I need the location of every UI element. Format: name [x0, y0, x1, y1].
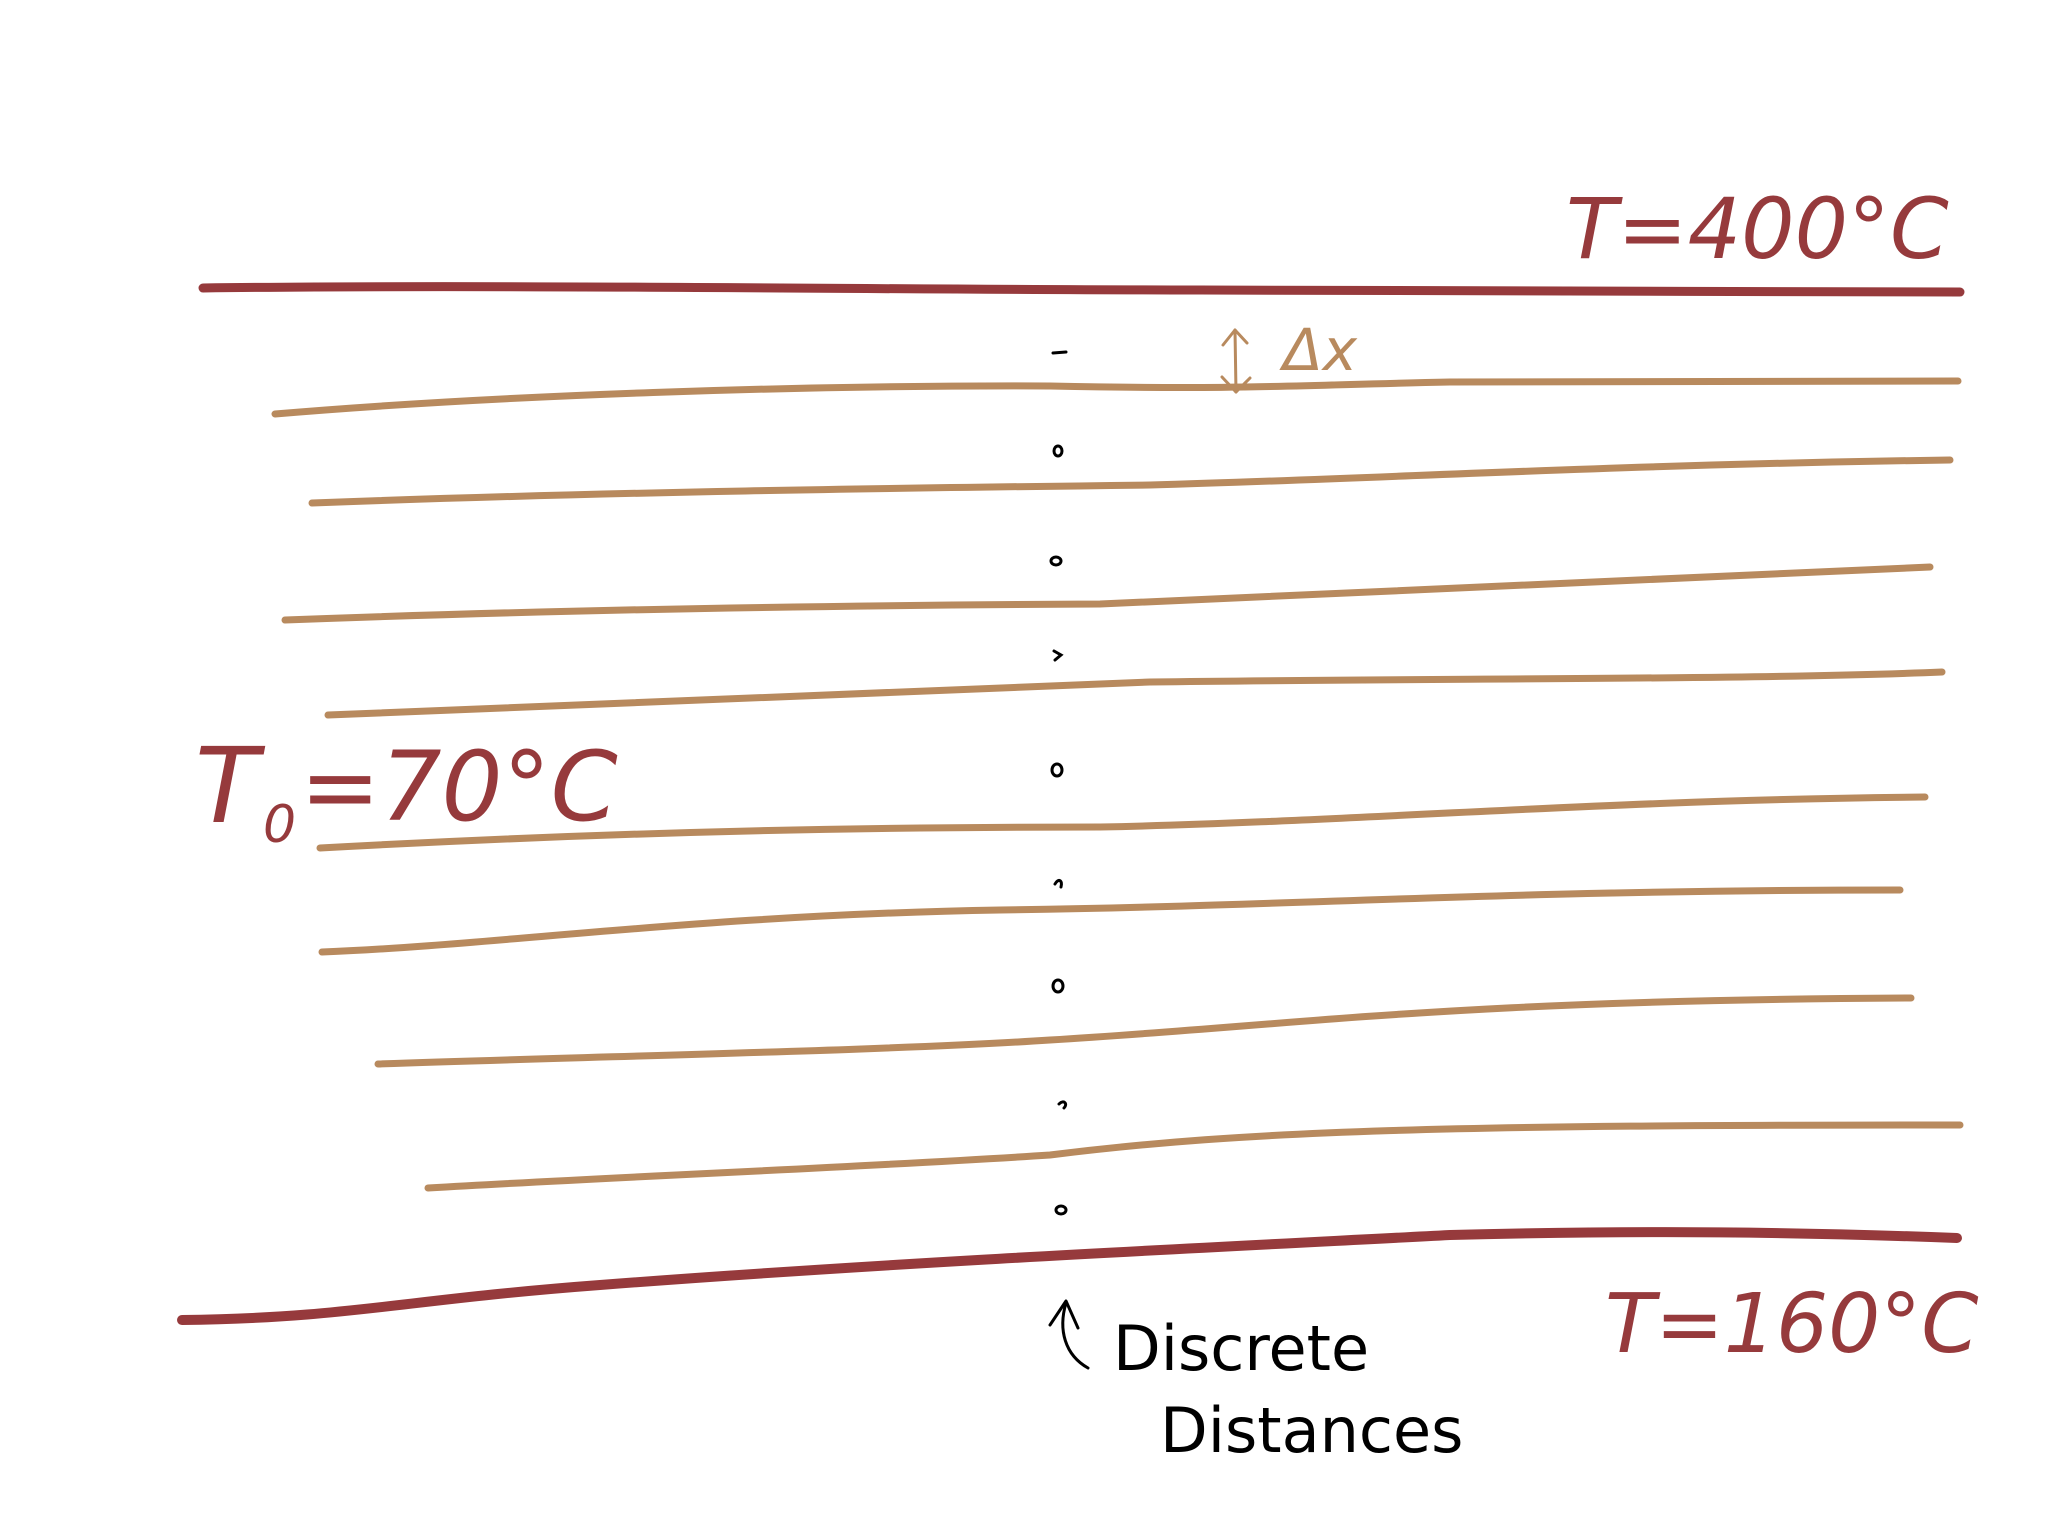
- initial-temperature-label: T 0 =70°C: [195, 725, 618, 855]
- bottom-boundary-line: [177, 1227, 1962, 1325]
- layer-line-4: [324, 668, 1946, 719]
- node-dots: [1049, 350, 1068, 1216]
- discrete-distances-arrow: [1048, 1299, 1090, 1370]
- layer-line-1: [271, 377, 1962, 418]
- node-dot-6: [1053, 878, 1063, 889]
- node-dot-4: [1052, 649, 1064, 662]
- node-dot-8: [1057, 1100, 1068, 1110]
- node-dot-7: [1051, 978, 1065, 994]
- interior-layers: [271, 377, 1964, 1192]
- node-dot-3: [1049, 555, 1063, 567]
- discrete-distances-line-2: Distances: [1160, 1394, 1463, 1467]
- node-dot-5: [1050, 762, 1064, 778]
- layer-line-7: [374, 994, 1915, 1068]
- layer-line-2: [308, 456, 1954, 507]
- bottom-temperature-label: T=160°C: [1605, 1277, 1979, 1372]
- node-dot-1: [1051, 350, 1068, 355]
- layer-line-8: [424, 1121, 1964, 1192]
- svg-text:T: T: [195, 725, 266, 847]
- layer-line-5: [316, 793, 1929, 852]
- node-dot-2: [1052, 444, 1064, 458]
- svg-text:=70°C: =70°C: [300, 731, 618, 843]
- delta-x-label: Δx: [1279, 316, 1358, 384]
- svg-text:0: 0: [263, 795, 296, 855]
- layer-line-3: [281, 563, 1934, 624]
- node-dot-9: [1054, 1204, 1068, 1216]
- top-boundary-line: [198, 282, 1965, 297]
- top-temperature-label: T=400°C: [1566, 180, 1949, 278]
- delta-x-arrow: [1220, 328, 1252, 394]
- layer-line-6: [318, 886, 1904, 956]
- discrete-distances-line-1: Discrete: [1113, 1312, 1369, 1385]
